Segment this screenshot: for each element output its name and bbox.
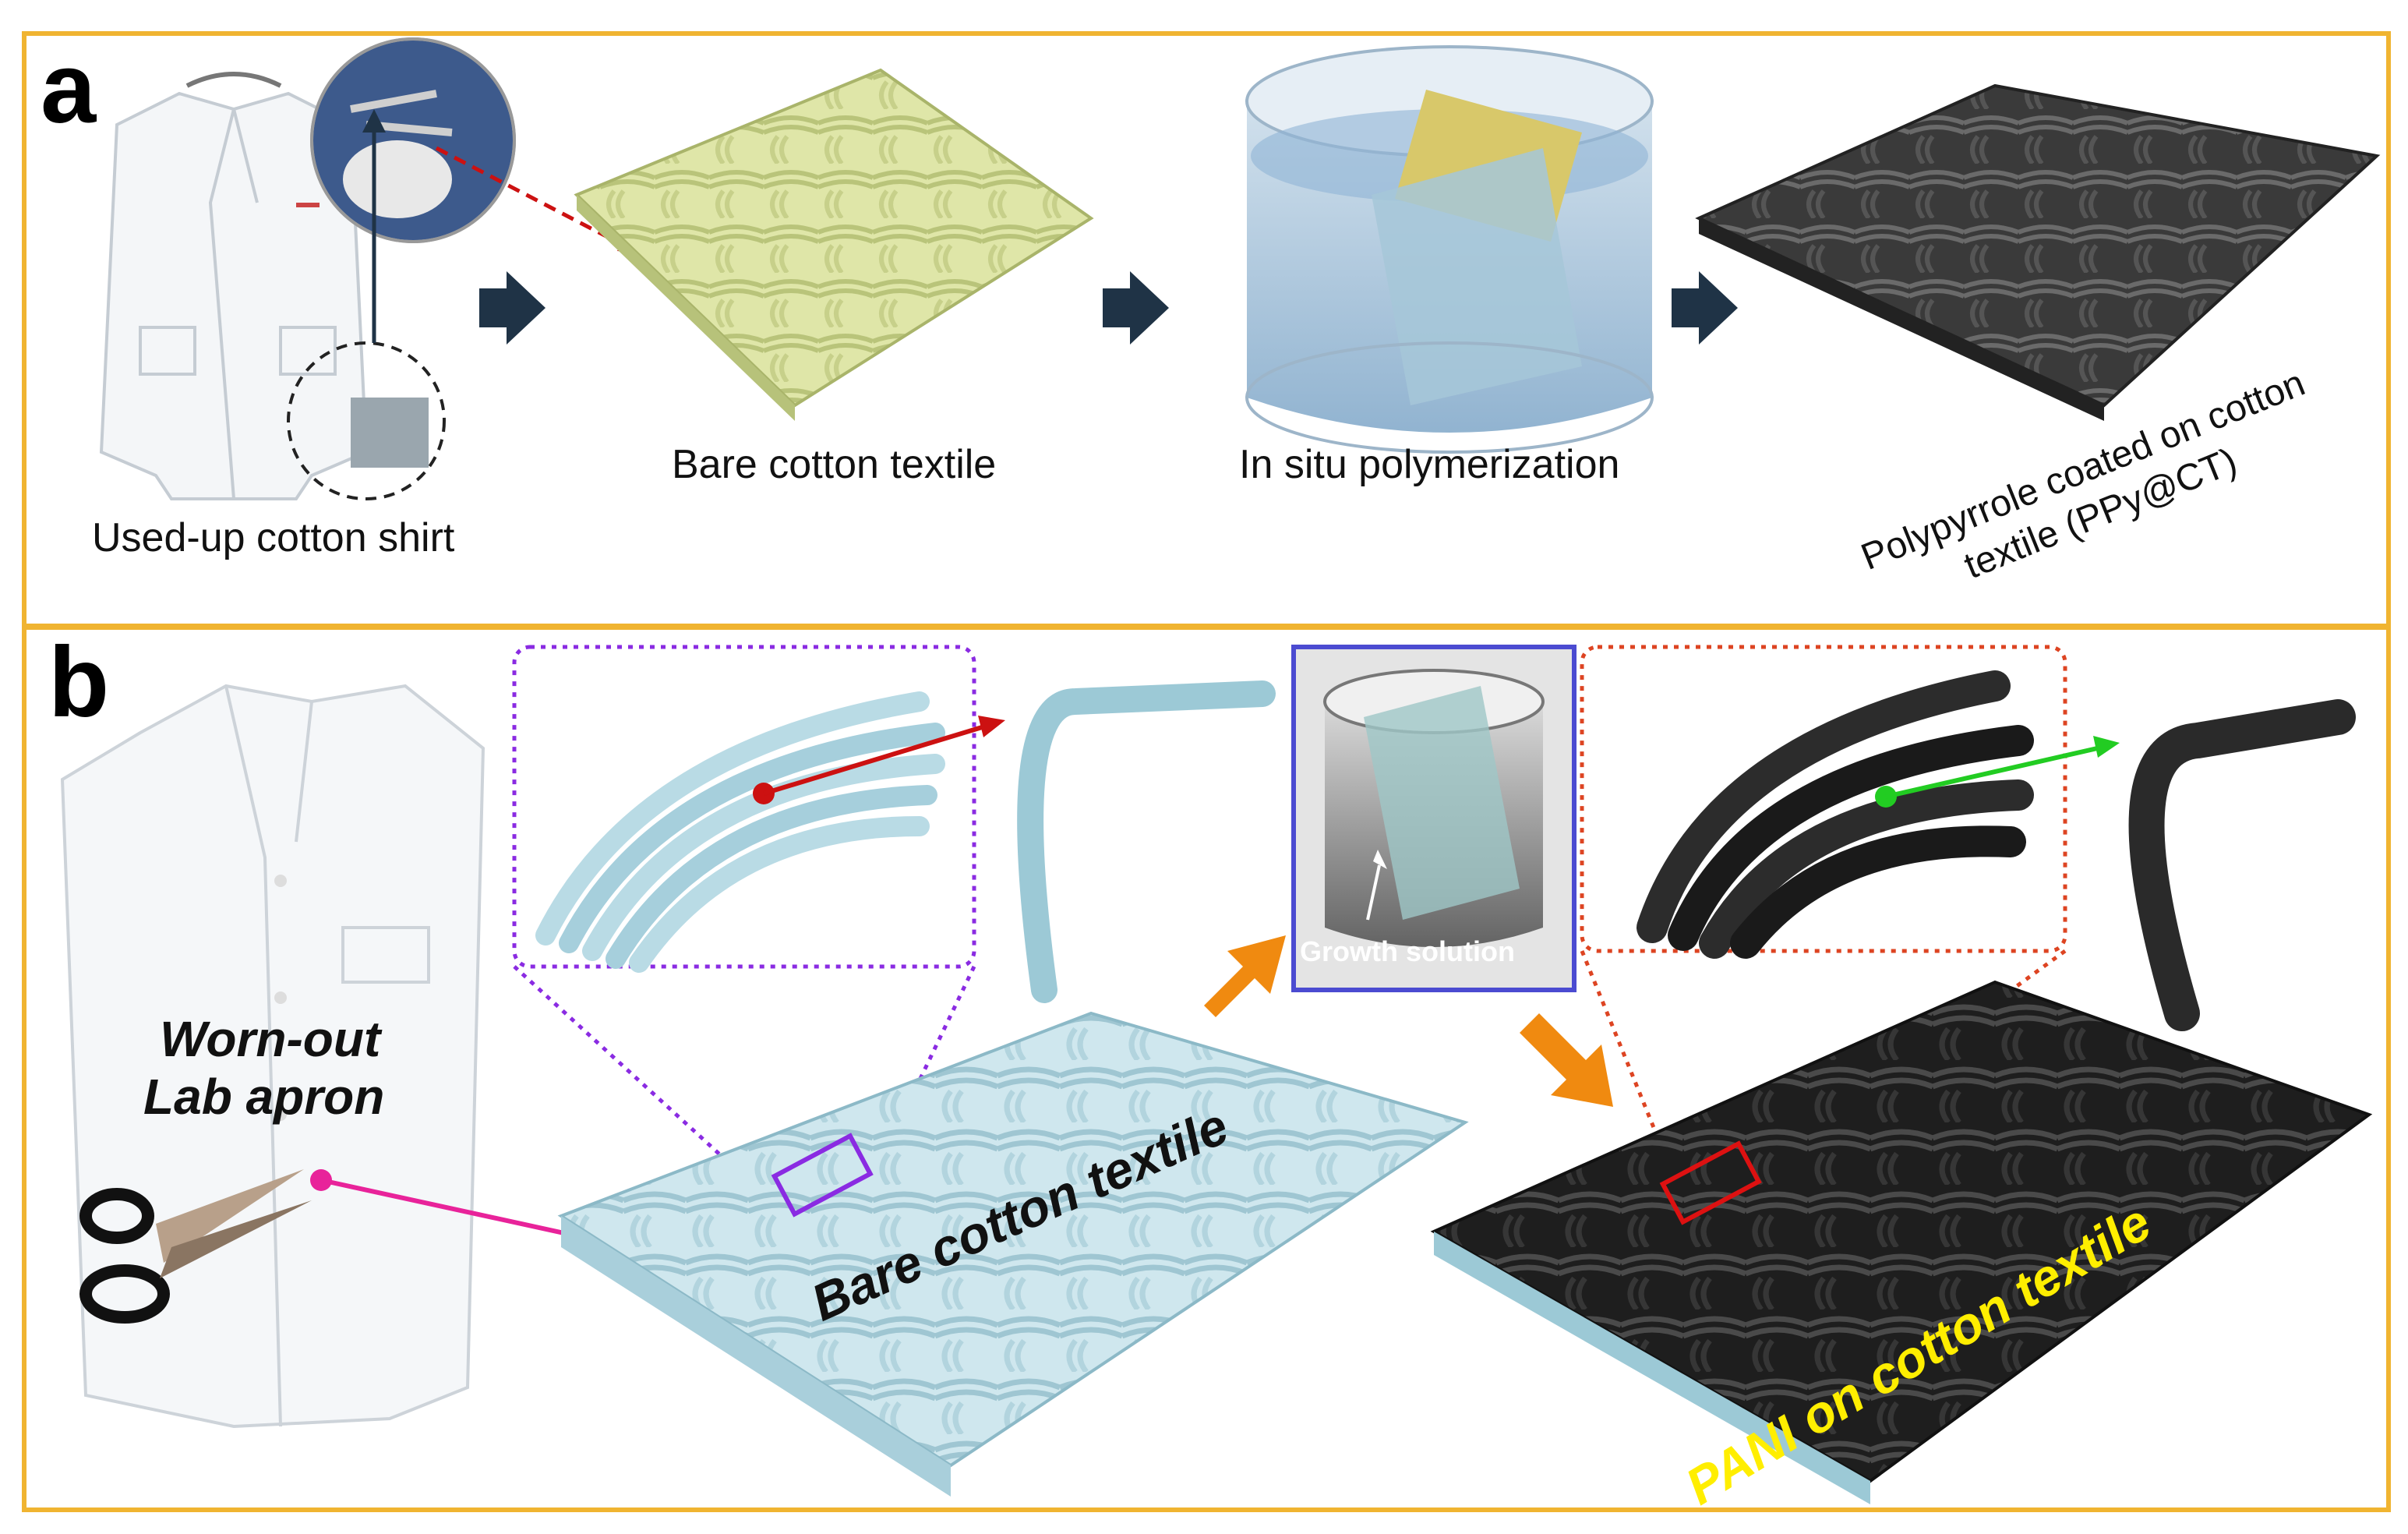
cut-region-circle (287, 109, 446, 500)
pani-textile-edge (1434, 1232, 1870, 1504)
growth-beaker (1323, 669, 1545, 947)
pani-zoom-box (1580, 645, 2067, 953)
cutting-zoom-circle (310, 37, 516, 243)
apron-label: Worn-out Lab apron (143, 1010, 384, 1126)
bare-textile-edge (577, 195, 795, 421)
red-pointer (763, 723, 990, 796)
growth-solution-label: Growth solution (1300, 935, 1515, 967)
scissors-icon (79, 1169, 312, 1324)
panel-b-letter: b (48, 627, 110, 738)
ppy-textile-sheet (1695, 83, 2381, 408)
arrow-1 (479, 271, 546, 345)
arrow-2 (1103, 271, 1169, 345)
arrow-3 (1672, 271, 1738, 345)
caption-polymerization: In situ polymerization (1239, 442, 1620, 487)
caption-shirt: Used-up cotton shirt (92, 515, 455, 560)
fiber-bundle-blue (535, 691, 945, 973)
single-fiber-dark (2128, 699, 2356, 1031)
polymerization-beaker (1245, 45, 1654, 454)
red-select-box (1659, 1140, 1762, 1225)
caption-bare: Bare cotton textile (672, 442, 997, 487)
bare-textile-b-edge (561, 1216, 951, 1497)
panel-b-frame (22, 624, 2391, 1512)
green-arrowhead (2093, 736, 2120, 758)
bare-textile-sheet (574, 68, 1094, 408)
red-arrowhead-b (978, 716, 1005, 737)
apron-label-line1: Worn-out (160, 1011, 381, 1067)
panel-a-letter: a (41, 33, 97, 144)
green-pointer (1885, 744, 2105, 799)
orange-arrow-2 (1520, 1013, 1613, 1107)
purple-select-box (771, 1133, 874, 1218)
fiber-bundle-dark (1637, 670, 2034, 959)
orange-arrow-1 (1204, 935, 1286, 1017)
apron-label-line2: Lab apron (143, 1069, 385, 1125)
ppy-textile-edge (1699, 218, 2104, 421)
single-fiber-blue (1017, 680, 1276, 1003)
cotton-shirt-illustration (99, 72, 369, 500)
